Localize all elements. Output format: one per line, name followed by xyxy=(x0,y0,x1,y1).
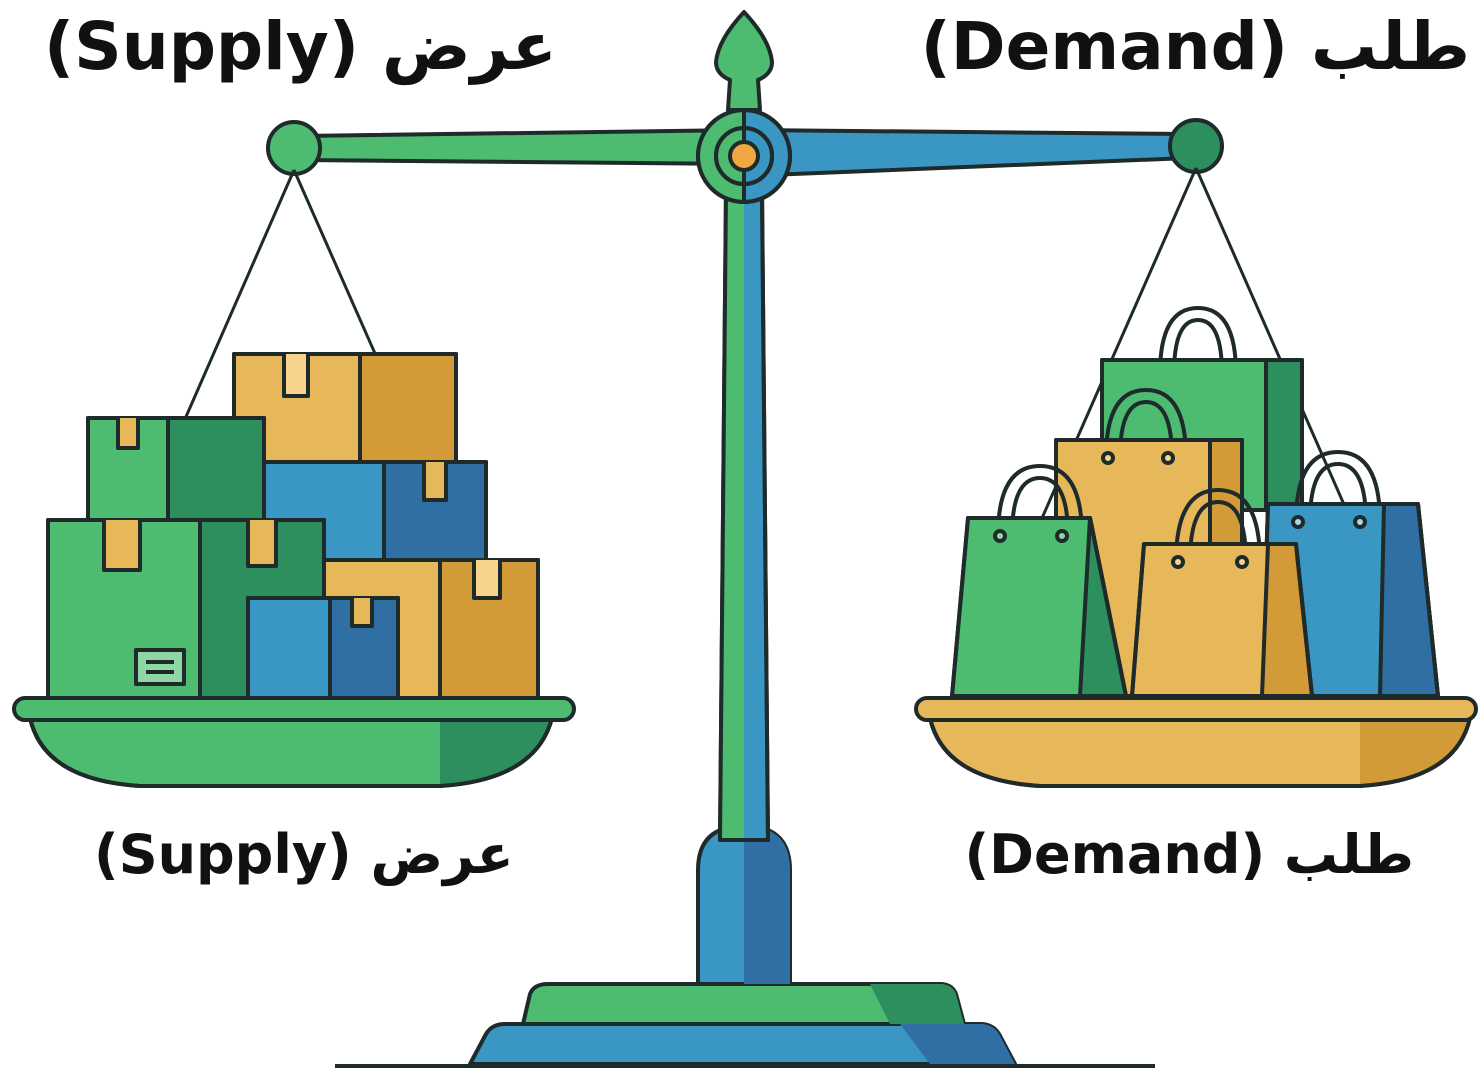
supply-title-top: عرض (Supply) xyxy=(44,8,557,85)
demand-title-top: طلب (Demand) xyxy=(920,8,1470,85)
scale-finial xyxy=(714,10,774,112)
scale-base xyxy=(335,982,1155,1068)
shopping-bags-icon xyxy=(950,306,1440,698)
scale-beam xyxy=(266,108,1224,204)
demand-caption-bottom: طلب (Demand) xyxy=(964,823,1414,886)
scale-pillar xyxy=(696,188,792,986)
left-scale-pan xyxy=(12,696,576,788)
right-scale-pan xyxy=(914,696,1478,788)
supply-caption-bottom: عرض (Supply) xyxy=(94,823,514,886)
cardboard-boxes-icon xyxy=(46,352,540,700)
